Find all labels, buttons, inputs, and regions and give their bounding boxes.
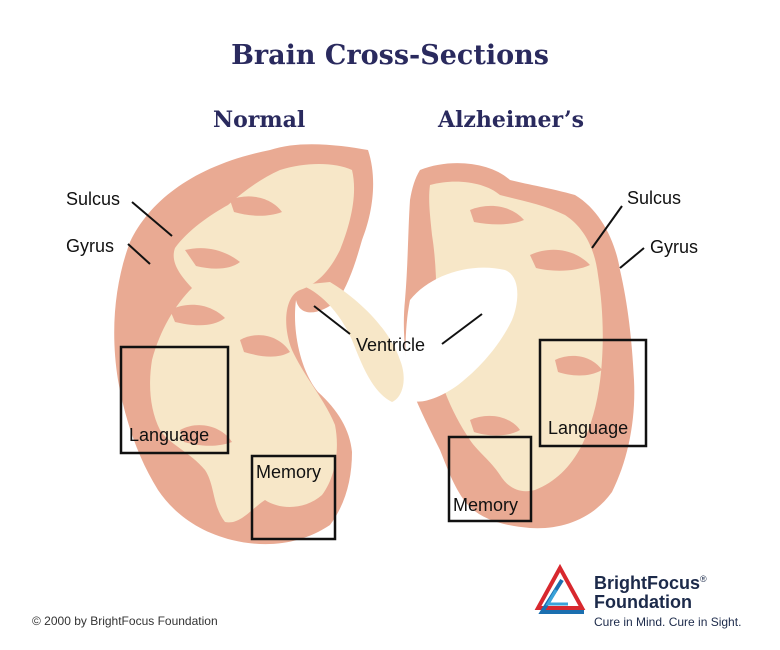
gyrus-right-pointer xyxy=(619,247,645,269)
alzheimers-gyrus-fold-b xyxy=(530,249,590,271)
normal-ventricle xyxy=(300,282,404,402)
logo-name-line2: Foundation xyxy=(594,592,692,612)
memory-box-alzheimers xyxy=(447,435,533,523)
brightfocus-logo-text: BrightFocus® Foundation Cure in Mind. Cu… xyxy=(594,570,742,630)
alzheimers-gyrus-fold-a xyxy=(470,205,524,225)
brightfocus-logo-icon xyxy=(534,563,586,614)
alzheimers-gyrus-fold-c xyxy=(555,355,602,376)
language-box-normal xyxy=(119,345,230,455)
alzheimers-gyrus-fold-d xyxy=(470,415,520,436)
alzheimers-ventricle xyxy=(405,267,518,402)
sulcus-label-normal: Sulcus xyxy=(66,189,121,209)
normal-heading: Normal xyxy=(213,107,306,133)
gyrus-left-pointer xyxy=(127,243,151,265)
label-pointers xyxy=(127,201,645,345)
region-boxes xyxy=(119,338,648,541)
ventricle-label: Ventricle xyxy=(356,335,426,355)
memory-label-alzheimers: Memory xyxy=(453,495,519,515)
sulcus-left-pointer xyxy=(131,201,173,237)
alzheimers-brain xyxy=(403,163,635,529)
normal-gyrus-fold-c xyxy=(240,335,290,357)
sulcus-label-alzheimers: Sulcus xyxy=(627,188,682,208)
copyright-notice: © 2000 by BrightFocus Foundation xyxy=(32,614,218,628)
language-label-normal: Language xyxy=(129,425,210,445)
memory-label-normal: Memory xyxy=(256,462,322,482)
registered-mark: ® xyxy=(700,574,707,584)
normal-gyrus-fold-a xyxy=(185,248,240,269)
logo-name: BrightFocus xyxy=(594,573,700,593)
memory-box-normal xyxy=(250,454,337,541)
normal-gyrus-fold-e xyxy=(230,196,282,216)
language-label-alzheimers: Language xyxy=(548,418,629,438)
ventricle-left-pointer xyxy=(313,305,351,335)
normal-gyrus-fold-b xyxy=(170,304,225,326)
alzheimers-heading: Alzheimer’s xyxy=(438,107,584,133)
normal-gyrus-fold-d xyxy=(180,425,232,446)
logo-tagline: Cure in Mind. Cure in Sight. xyxy=(594,615,742,629)
diagram-title: Brain Cross-Sections xyxy=(231,40,549,71)
gyrus-label-alzheimers: Gyrus xyxy=(650,237,699,257)
normal-brain xyxy=(114,144,404,545)
ventricle-right-pointer xyxy=(441,313,483,345)
language-box-alzheimers xyxy=(538,338,648,448)
sulcus-right-pointer xyxy=(591,205,623,249)
logo-name-line1: BrightFocus® xyxy=(594,570,741,593)
gyrus-label-normal: Gyrus xyxy=(66,236,115,256)
